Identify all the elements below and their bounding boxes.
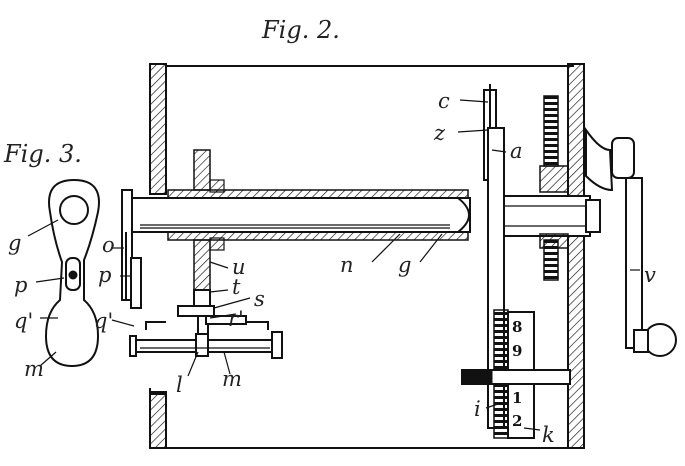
label-o: o [102,233,115,257]
counter-digit-1: 9 [512,342,522,360]
label-i: i [474,397,481,421]
counter-digit-4: 2 [512,412,522,430]
label-t: t [232,275,241,299]
label-v: v [644,263,656,287]
fig2-title: Fig. 2. [261,16,340,44]
counter-digit-3: 1 [512,389,522,407]
lower-shaft [129,331,283,359]
label-s: s [254,287,265,311]
counter-digit-0: 8 [512,318,522,336]
housing-frame [149,63,585,449]
collar-u [193,149,225,313]
label-q-prime-side: q' [94,309,113,333]
left-wall-lower [149,391,167,449]
label-k: k [542,423,555,447]
label-p-fig3: p [14,273,27,297]
main-shaft [127,189,591,241]
right-gear [539,95,569,281]
right-wall [567,63,585,449]
counter-wheel: 8 9 0 1 2 [461,309,571,439]
label-l: l [176,373,183,397]
left-disc [121,189,142,309]
label-q-prime-fig3: q' [14,309,33,333]
label-u: u [232,255,246,279]
label-r-prime: r' [228,307,244,331]
label-g-fig3: g [8,231,21,255]
label-m-shaft: m [222,367,242,391]
leader-lines [27,99,640,431]
label-p-side: p [98,263,111,287]
label-m-fig3: m [24,357,44,381]
fig3-title: Fig. 3. [3,140,82,168]
label-n: n [340,253,354,277]
fig3-lever [44,178,100,368]
label-c: c [438,89,450,113]
left-wall-upper [149,63,167,195]
label-z: z [433,121,446,145]
label-a: a [510,139,523,163]
label-g-shaft: g [398,253,411,277]
crank-handle [585,126,677,357]
